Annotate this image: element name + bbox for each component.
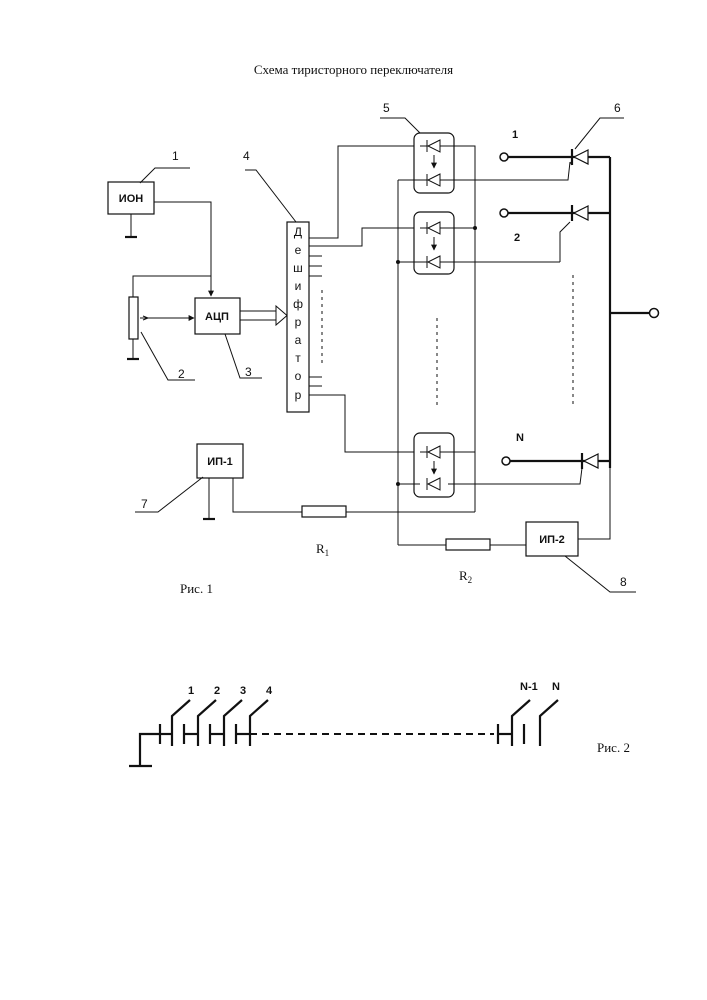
adc-block: АЦП 3	[195, 298, 287, 379]
contact-label: 3	[240, 685, 246, 697]
r2-label: R2	[459, 568, 472, 585]
decoder-letter: ш	[293, 261, 303, 275]
ref-6: 6	[614, 101, 621, 115]
optocoupler-2	[396, 212, 570, 274]
fig1-caption: Рис. 1	[180, 581, 213, 596]
common-output-terminal	[650, 309, 659, 318]
decoder-letter: т	[295, 351, 301, 365]
r1-label: R1	[316, 541, 329, 558]
fig2-caption: Рис. 2	[597, 740, 630, 755]
thyristor-n: N	[502, 432, 610, 469]
ref-5: 5	[383, 101, 390, 115]
contact-label: 4	[266, 685, 273, 697]
figure-2: 1 2 3 4	[129, 681, 630, 766]
terminal-2	[500, 209, 508, 217]
decoder-letter: а	[295, 333, 302, 347]
ion-block: ИОН 1	[108, 149, 211, 296]
decoder-letter: и	[295, 279, 302, 293]
decoder-letter: р	[295, 315, 302, 329]
ref-7: 7	[141, 497, 148, 511]
contact-label: N	[552, 681, 560, 693]
switch-contact-1: 1	[160, 685, 194, 746]
terminal-2-label: 2	[514, 232, 520, 244]
ion-label: ИОН	[119, 193, 143, 205]
contact-label: N-1	[520, 681, 538, 693]
terminal-1-label: 1	[512, 129, 518, 141]
terminal-n	[502, 457, 510, 465]
adc-label: АЦП	[205, 311, 229, 323]
ref-8: 8	[620, 575, 627, 589]
terminal-n-label: N	[516, 432, 524, 444]
decoder-letter: о	[295, 369, 302, 383]
switch-contact-n-1: N-1	[498, 681, 538, 746]
contact-label: 1	[188, 685, 194, 697]
terminal-1	[500, 153, 508, 161]
ref-4: 4	[243, 149, 250, 163]
ip1-label: ИП-1	[207, 456, 233, 468]
ip2-label: ИП-2	[539, 534, 565, 546]
figure-1: ИОН 1 2	[108, 101, 659, 596]
ref-1: 1	[172, 149, 179, 163]
decoder-letter: е	[295, 243, 302, 257]
thyristor-2: 2	[500, 205, 610, 244]
decoder-letter: р	[295, 388, 302, 402]
decoder-block: Д е ш и ф р а т о р	[243, 149, 322, 412]
decoder-letter: ф	[293, 297, 303, 311]
optocoupler-n	[396, 433, 582, 497]
ref-3: 3	[245, 365, 252, 379]
thyristor-1: 1 6	[500, 101, 624, 165]
contact-label: 2	[214, 685, 220, 697]
decoder-letter: Д	[294, 225, 302, 239]
ref-2: 2	[178, 367, 185, 381]
